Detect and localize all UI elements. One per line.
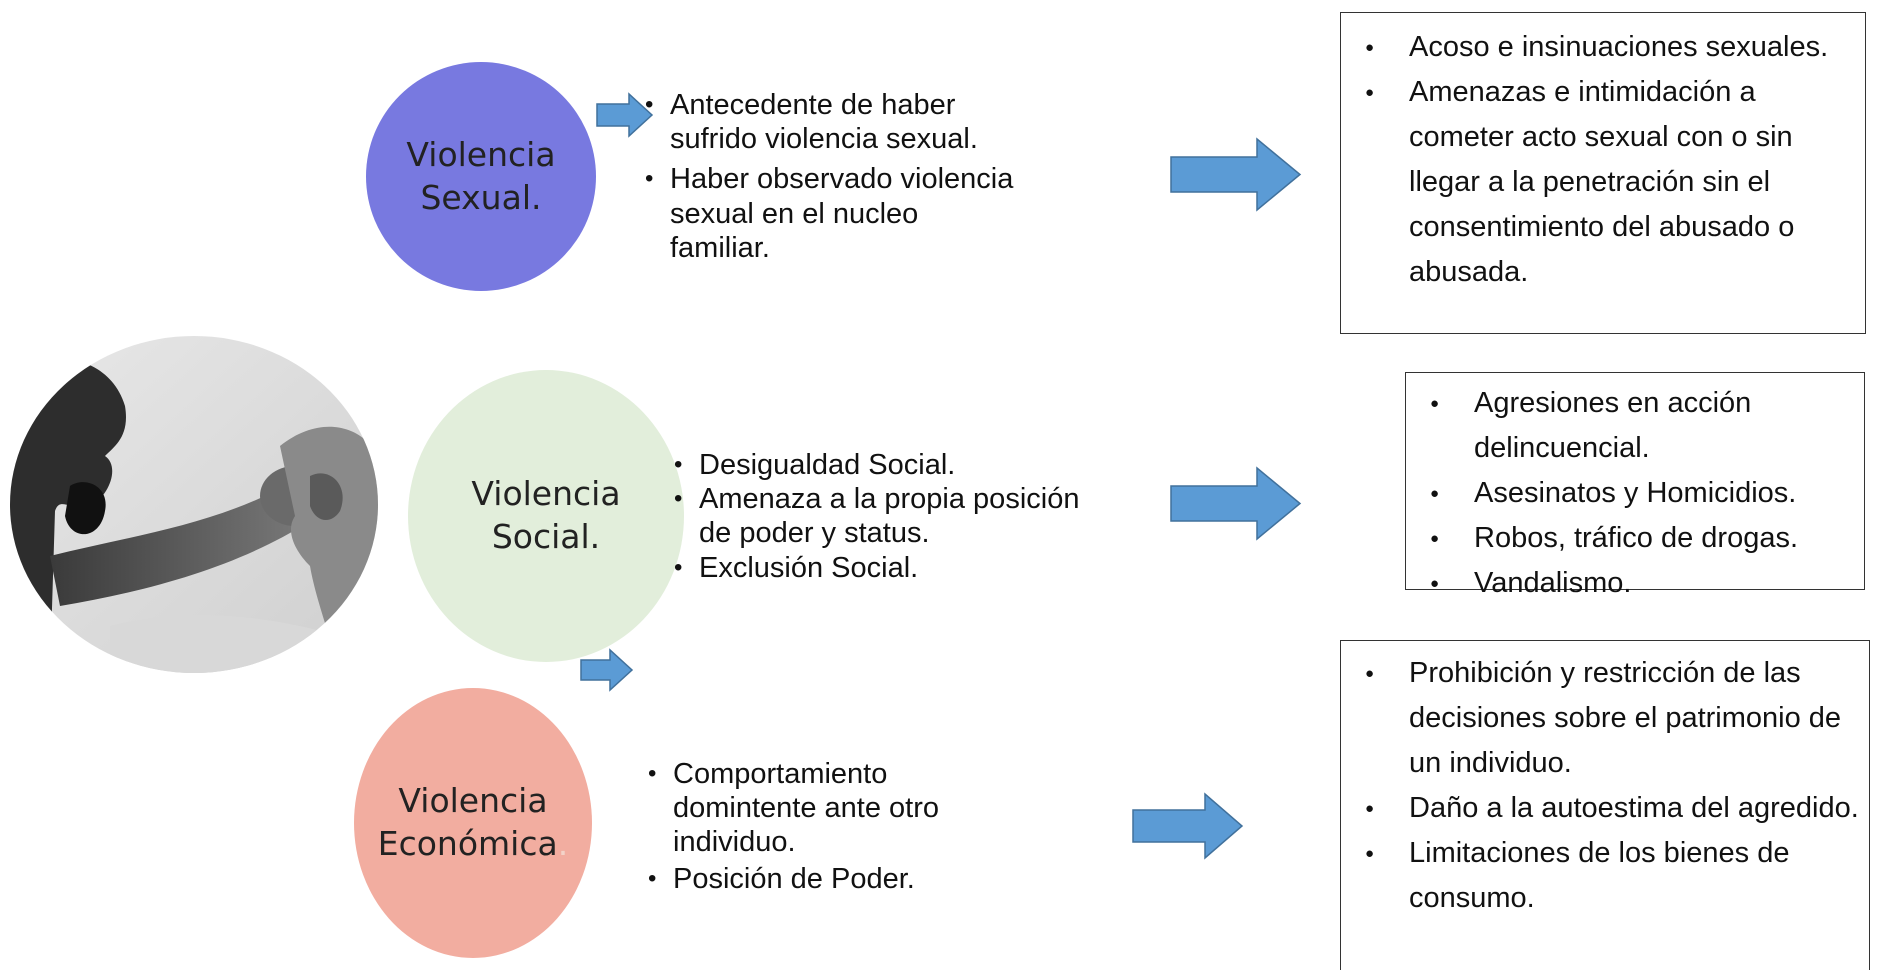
- cause-item: Amenaza a la propia posición de poder y …: [674, 482, 1094, 550]
- arrow-small-sexual: [596, 92, 654, 138]
- circle-label-line2: Social.: [491, 517, 601, 556]
- effect-item: Acoso e insinuaciones sexuales.: [1341, 25, 1865, 70]
- effect-item: Agresiones en acción delincuencial.: [1406, 381, 1864, 471]
- causes-economica: Comportamiento domintente ante otro indi…: [648, 757, 988, 896]
- effect-item: Vandalismo.: [1406, 561, 1864, 606]
- arrow-big-sexual: [1170, 137, 1302, 212]
- cause-item: Exclusión Social.: [674, 551, 1094, 585]
- circle-label-trailing-dot: .: [557, 824, 569, 863]
- circle-label-line1: Violencia: [471, 474, 621, 514]
- circle-violencia-social: Violencia Social.: [408, 370, 684, 662]
- effect-item: Amenazas e intimidación a cometer acto s…: [1341, 70, 1865, 295]
- effect-item: Asesinatos y Homicidios.: [1406, 471, 1864, 516]
- causes-social: Desigualdad Social. Amenaza a la propia …: [674, 448, 1094, 585]
- effects-box-economica: Prohibición y restricción de las decisio…: [1340, 640, 1870, 970]
- effect-item: Prohibición y restricción de las decisio…: [1341, 651, 1869, 786]
- circle-violencia-sexual: Violencia Sexual.: [366, 62, 596, 291]
- circle-label-line1: Violencia: [398, 781, 548, 821]
- circle-label-line2: Económica: [377, 824, 558, 863]
- arrow-big-economica: [1132, 792, 1244, 860]
- effect-item: Limitaciones de los bienes de consumo.: [1341, 831, 1869, 921]
- aggression-photo-illustration: [10, 336, 378, 673]
- effects-box-social: Agresiones en acción delincuencial. Ases…: [1405, 372, 1865, 606]
- cause-item: Comportamiento domintente ante otro indi…: [648, 757, 988, 860]
- circle-label-line2: Sexual.: [420, 177, 542, 217]
- circle-label-line1: Violencia: [406, 134, 556, 174]
- effects-box-sexual: Acoso e insinuaciones sexuales. Amenazas…: [1340, 12, 1866, 334]
- aggression-photo: [10, 336, 378, 673]
- causes-sexual: Antecedente de haber sufrido violencia s…: [645, 88, 1025, 265]
- effect-item: Daño a la autoestima del agredido.: [1341, 786, 1869, 831]
- cause-item: Antecedente de haber sufrido violencia s…: [645, 88, 1025, 156]
- arrow-big-social: [1170, 466, 1302, 541]
- cause-item: Desigualdad Social.: [674, 448, 1094, 482]
- cause-item: Posición de Poder.: [648, 862, 988, 896]
- arrow-small-social: [580, 648, 634, 692]
- circle-violencia-economica: Violencia Económica.: [354, 688, 592, 958]
- effect-item: Robos, tráfico de drogas.: [1406, 516, 1864, 561]
- cause-item: Haber observado violencia sexual en el n…: [645, 162, 1025, 265]
